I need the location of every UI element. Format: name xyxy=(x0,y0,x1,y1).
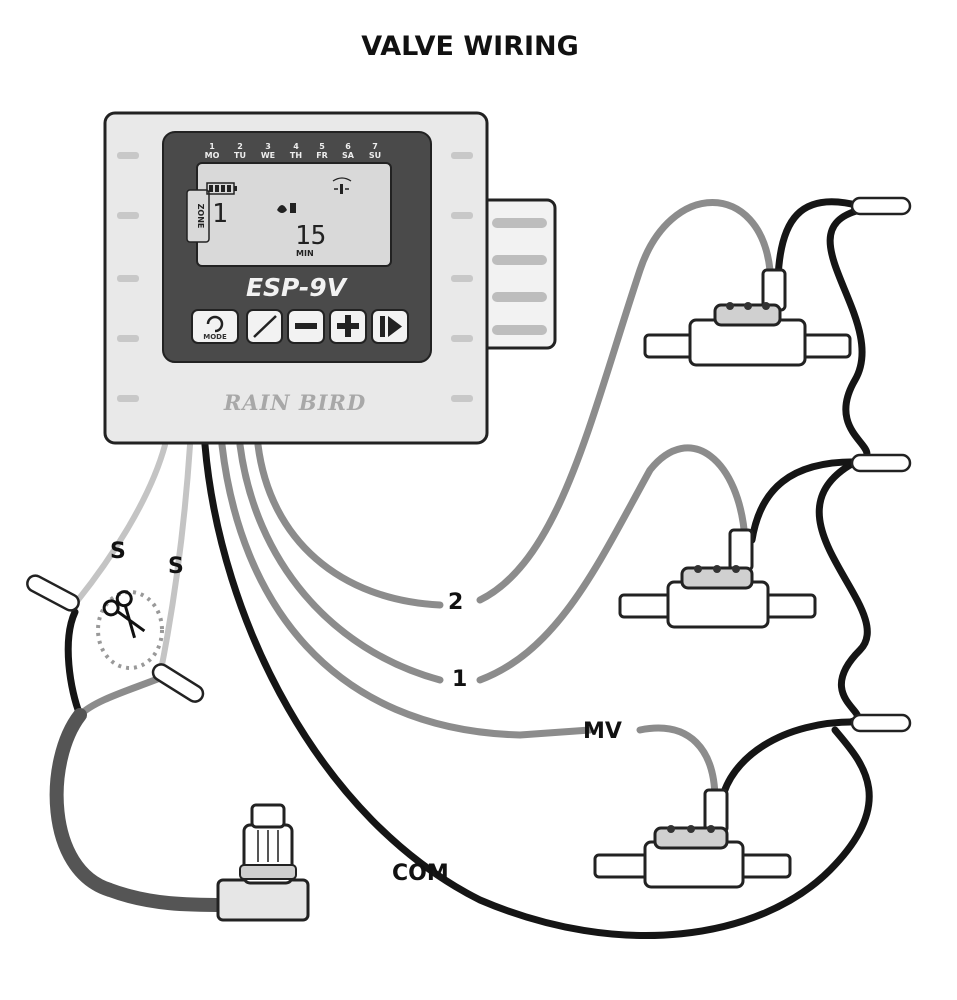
sensor-wire-left xyxy=(75,442,168,603)
next-icon xyxy=(380,316,402,337)
sensor-cable xyxy=(49,708,232,912)
sensor-gray-lead xyxy=(76,674,164,719)
day-6-num: 6 xyxy=(345,142,351,151)
label-sensor-right: S xyxy=(168,554,184,579)
wires xyxy=(49,198,873,940)
wire-nut-1 xyxy=(850,196,912,216)
label-common: COM xyxy=(392,861,449,886)
day-7-num: 7 xyxy=(372,142,378,151)
wire-nuts xyxy=(26,196,912,733)
antenna-icon xyxy=(332,177,352,194)
day-1-num: 1 xyxy=(209,142,215,151)
day-labels: 1 MO 2 TU 3 WE 4 TH 5 FR 6 SA 7 SU xyxy=(205,142,382,160)
manual-water-icon xyxy=(253,315,277,338)
valve2-black-lead xyxy=(748,458,864,544)
day-5-num: 5 xyxy=(319,142,325,151)
controller: 1 MO 2 TU 3 WE 4 TH 5 FR 6 SA 7 SU ZONE xyxy=(103,111,557,445)
sensor-wire-right xyxy=(157,442,193,678)
com-wire xyxy=(201,441,873,940)
plus-icon xyxy=(337,315,359,337)
mode-label: MODE xyxy=(203,333,227,341)
rain-sensor xyxy=(216,803,310,922)
mode-button[interactable]: MODE xyxy=(191,309,239,344)
controller-side-knob[interactable] xyxy=(478,198,557,350)
valve1-black-lead xyxy=(774,198,864,284)
brand-logo: RAIN BIRD xyxy=(223,390,366,415)
day-tu: TU xyxy=(234,151,246,160)
minutes-unit: MIN xyxy=(296,249,314,258)
day-2-num: 2 xyxy=(237,142,243,151)
scissors-icon xyxy=(102,590,146,639)
day-3-num: 3 xyxy=(265,142,271,151)
wire-nut-sensor-right xyxy=(151,663,205,703)
zone1-wire xyxy=(236,441,749,684)
minus-button[interactable] xyxy=(287,309,325,344)
label-master-valve: MV xyxy=(583,719,622,744)
sprinkler-icon xyxy=(277,203,296,213)
wire-nut-sensor-left xyxy=(26,574,80,612)
wire-nut-2 xyxy=(850,453,912,473)
label-zone1: 1 xyxy=(452,667,467,692)
day-we: WE xyxy=(261,151,275,160)
manual-water-button[interactable] xyxy=(246,309,283,344)
day-th: TH xyxy=(290,151,302,160)
zone-number: 1 xyxy=(212,199,228,229)
valve3-black-lead xyxy=(718,718,864,804)
next-button[interactable] xyxy=(371,309,409,344)
day-mo: MO xyxy=(205,151,220,160)
lcd-display: ZONE 1 15 MIN xyxy=(186,162,392,267)
model-name: ESP-9V xyxy=(246,273,348,302)
day-fr: FR xyxy=(316,151,328,160)
mv-wire xyxy=(218,441,719,804)
sensor-black-lead xyxy=(64,608,84,719)
valve-zone-1 xyxy=(618,528,817,629)
plus-button[interactable] xyxy=(329,309,367,344)
wire-labels: S S 2 1 MV COM xyxy=(110,539,622,886)
minutes-value: 15 xyxy=(295,221,326,251)
cycle-icon xyxy=(206,315,224,333)
label-zone2: 2 xyxy=(448,590,463,615)
wire-nut-3 xyxy=(850,713,912,733)
master-valve xyxy=(593,788,792,889)
day-4-num: 4 xyxy=(293,142,299,151)
minus-icon xyxy=(295,323,317,329)
battery-icon xyxy=(206,182,237,195)
zone-label: ZONE xyxy=(196,204,205,229)
diagram-title: VALVE WIRING xyxy=(361,31,579,62)
day-su: SU xyxy=(369,151,381,160)
day-sa: SA xyxy=(342,151,355,160)
zone2-wire xyxy=(254,199,774,609)
controller-grips xyxy=(117,152,473,402)
label-sensor-left: S xyxy=(110,539,126,564)
valve-zone-2 xyxy=(643,268,852,367)
cut-loop xyxy=(96,590,164,670)
